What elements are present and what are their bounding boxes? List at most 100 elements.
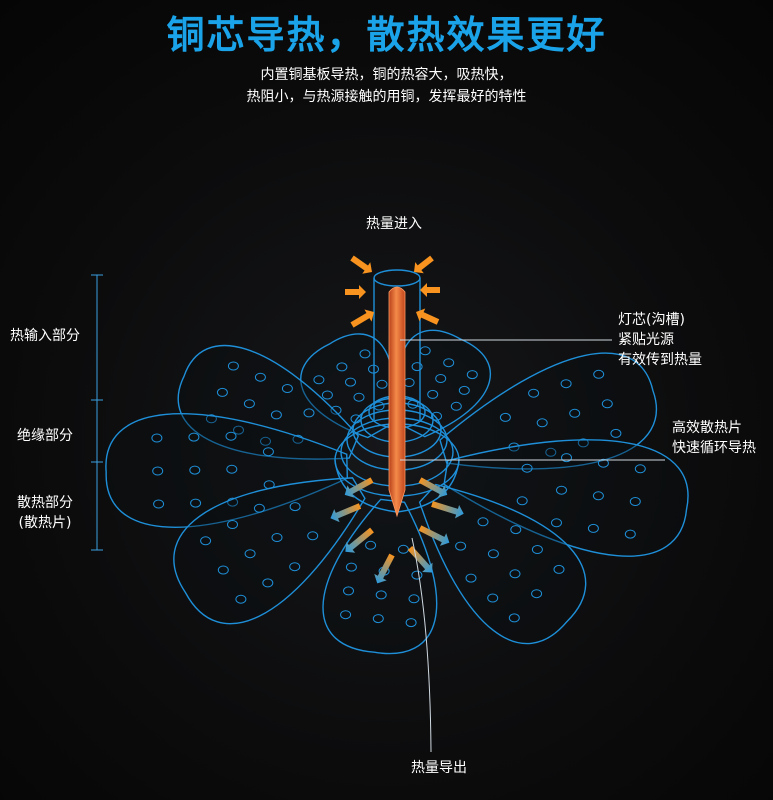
- vent-hole: [397, 544, 409, 554]
- vent-hole: [292, 434, 304, 444]
- vent-hole: [411, 362, 423, 372]
- heat-out-arrow: [431, 501, 464, 519]
- vent-hole: [450, 401, 462, 411]
- copper-core: [388, 286, 406, 518]
- vent-hole: [458, 385, 470, 395]
- vent-hole: [217, 565, 229, 575]
- subtitle-line-1: 内置铜基板导热，铜的热容大，吸热快，: [260, 67, 513, 83]
- heat-in-arrow: [350, 309, 375, 328]
- fin-callout-line-2: 快速循环导热: [672, 440, 756, 456]
- subtitle-line-2: 热阻小，与热源接触的用铜，发挥最好的特性: [246, 89, 527, 105]
- heat-in-arrow: [415, 308, 440, 325]
- vent-hole: [375, 590, 387, 600]
- vent-hole: [253, 503, 265, 513]
- vent-hole: [443, 358, 455, 368]
- vent-hole: [592, 491, 604, 501]
- vent-hole: [200, 536, 212, 546]
- vent-hole: [227, 361, 239, 371]
- vent-hole: [528, 388, 540, 398]
- vent-hole: [610, 428, 622, 438]
- vent-hole: [553, 564, 565, 574]
- heat-out-arrow: [330, 503, 362, 523]
- heat-out-arrow: [418, 525, 450, 546]
- vent-hole: [152, 466, 164, 476]
- vent-hole: [289, 562, 301, 572]
- vent-hole: [270, 410, 282, 420]
- vent-hole: [508, 613, 520, 623]
- vent-hole: [153, 499, 165, 509]
- section-bracket: [91, 274, 103, 551]
- vent-hole: [365, 540, 377, 550]
- vent-hole: [372, 614, 384, 624]
- vent-hole: [227, 497, 239, 507]
- vent-hole: [629, 497, 641, 506]
- vent-hole: [262, 578, 274, 588]
- vent-hole: [281, 384, 293, 393]
- heat-out-arrow: [418, 477, 448, 498]
- vent-hole: [521, 463, 533, 473]
- vent-hole: [487, 593, 499, 603]
- vent-hole: [531, 545, 543, 554]
- vent-hole: [560, 379, 572, 389]
- vent-hole: [189, 465, 201, 475]
- heat-in-label: 热量进入: [366, 216, 422, 232]
- vent-hole: [330, 405, 342, 415]
- vent-hole: [336, 362, 348, 372]
- vent-hole: [569, 408, 581, 418]
- vent-hole: [634, 464, 646, 474]
- vent-hole: [593, 369, 605, 379]
- heat-in-arrow: [350, 255, 372, 274]
- callout-lines: [400, 339, 665, 753]
- vent-hole: [466, 370, 478, 380]
- vent-hole: [345, 377, 356, 387]
- vent-hole: [376, 379, 388, 389]
- vent-hole: [597, 458, 609, 468]
- vent-hole: [405, 618, 417, 628]
- vent-hole: [487, 549, 499, 559]
- vent-hole: [340, 610, 352, 620]
- vent-hole: [624, 529, 636, 539]
- heat-in-arrow: [420, 283, 440, 297]
- vent-hole: [303, 408, 315, 418]
- vent-hole: [516, 496, 528, 506]
- vent-hole: [561, 453, 572, 463]
- vent-hole: [343, 586, 354, 596]
- vent-hole: [465, 573, 477, 583]
- vent-hole: [313, 375, 325, 385]
- vent-hole: [545, 447, 557, 457]
- vent-hole: [556, 485, 567, 495]
- vent-hole: [254, 372, 266, 382]
- vent-hole: [435, 374, 447, 383]
- vent-hole: [536, 418, 548, 428]
- vent-hole: [262, 447, 274, 457]
- fin-petal: [418, 483, 587, 645]
- vent-hole: [427, 389, 439, 399]
- heat-out-arrows: [330, 477, 464, 584]
- heat-out-arrow: [345, 527, 374, 553]
- vent-hole: [477, 517, 489, 527]
- heat-out-arrow: [407, 545, 433, 573]
- vent-hole: [601, 399, 613, 409]
- vent-hole: [499, 412, 511, 422]
- vent-hole: [244, 549, 256, 559]
- vent-hole: [216, 387, 228, 397]
- core-callout: 灯芯(沟槽) 紧贴光源 有效传到热量: [618, 310, 702, 370]
- fin-petal: [173, 477, 366, 625]
- vent-hole: [531, 589, 543, 599]
- vent-hole: [353, 392, 365, 402]
- heat-in-arrows: [345, 255, 440, 328]
- section-dissipation-label: 散热部分 (散热片): [17, 493, 73, 533]
- heat-out-label: 热量导出: [411, 760, 467, 776]
- vent-hole: [190, 498, 202, 508]
- page-subtitle: 内置铜基板导热，铜的热容大，吸热快， 热阻小，与热源接触的用铜，发挥最好的特性: [0, 64, 773, 108]
- fin-callout-line-1: 高效散热片: [672, 420, 742, 436]
- heat-out-arrow: [374, 553, 395, 584]
- vent-hole: [260, 436, 271, 446]
- vent-hole: [577, 438, 589, 448]
- vent-hole: [587, 523, 599, 533]
- heat-in-arrow: [414, 255, 434, 274]
- core-callout-line-3: 有效传到热量: [618, 352, 702, 368]
- vent-hole: [509, 569, 521, 579]
- vent-hole: [235, 594, 247, 604]
